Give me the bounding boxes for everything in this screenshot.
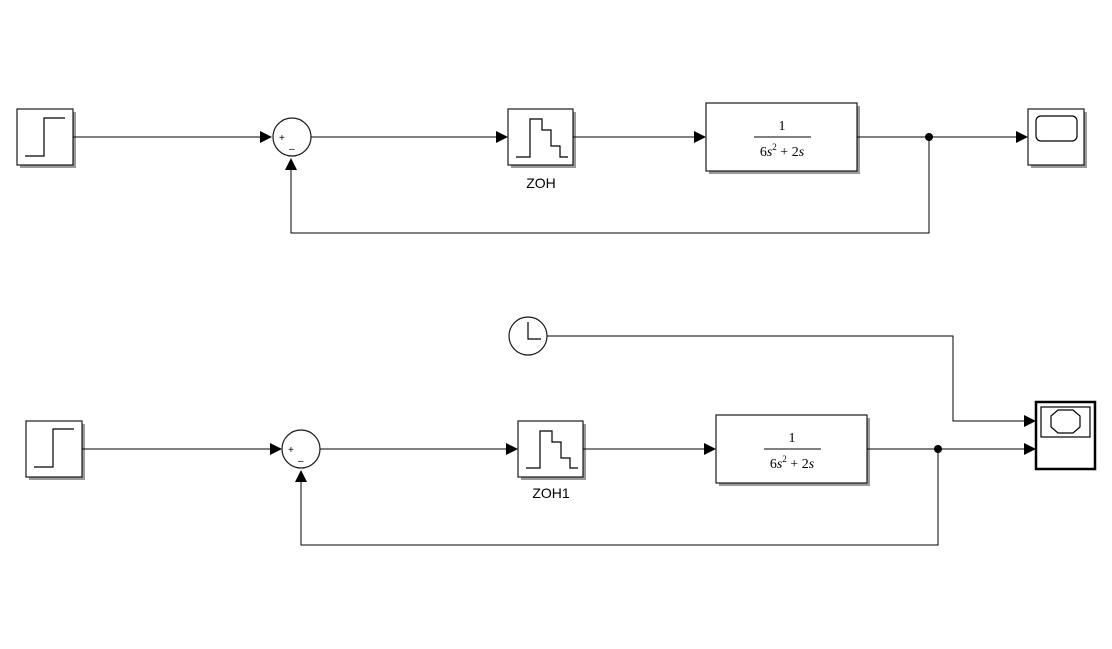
zoh-block-2[interactable] bbox=[517, 420, 586, 480]
scope-icon bbox=[1035, 115, 1078, 142]
sum-plus-sign: + bbox=[279, 133, 285, 144]
transfer-function-block-2[interactable]: 1 6s2 + 2s bbox=[715, 414, 870, 486]
scope-icon-2 bbox=[1040, 406, 1091, 438]
sum-plus-sign-2: + bbox=[288, 445, 294, 456]
step-block-1[interactable] bbox=[16, 108, 76, 168]
zoh-label-1: ZOH bbox=[526, 175, 556, 191]
step-block-2[interactable] bbox=[25, 420, 85, 480]
scope-block-2[interactable] bbox=[1034, 400, 1097, 471]
step-source-icon-2 bbox=[34, 428, 74, 468]
sum-block-1[interactable]: + – bbox=[272, 117, 312, 157]
sum-minus-sign: – bbox=[289, 144, 295, 155]
tf-numerator-2: 1 bbox=[789, 431, 796, 446]
clock-block[interactable] bbox=[508, 316, 548, 356]
scope-block-1[interactable] bbox=[1027, 108, 1087, 168]
sum-block-2[interactable]: + – bbox=[281, 429, 321, 469]
sum-minus-sign-2: – bbox=[298, 456, 304, 467]
scope-trace-icon bbox=[1050, 409, 1081, 434]
diagram-2: + – ZOH1 1 6s2 + 2s bbox=[25, 316, 1097, 546]
tf-denominator-2: 6s2 + 2s bbox=[770, 454, 815, 472]
diagram-1: + – ZOH 1 6s2 + 2s bbox=[16, 102, 1087, 234]
transfer-function-block-1[interactable]: 1 6s2 + 2s bbox=[705, 102, 860, 174]
zoh-block-1[interactable] bbox=[507, 108, 576, 168]
tf-denominator-1: 6s2 + 2s bbox=[760, 142, 805, 160]
step-source-icon bbox=[25, 117, 65, 157]
zero-order-hold-icon-2 bbox=[526, 430, 578, 469]
clock-icon bbox=[527, 322, 541, 340]
zero-order-hold-icon bbox=[516, 118, 568, 158]
zoh-label-2: ZOH1 bbox=[532, 485, 570, 501]
tf-numerator-1: 1 bbox=[779, 119, 786, 134]
